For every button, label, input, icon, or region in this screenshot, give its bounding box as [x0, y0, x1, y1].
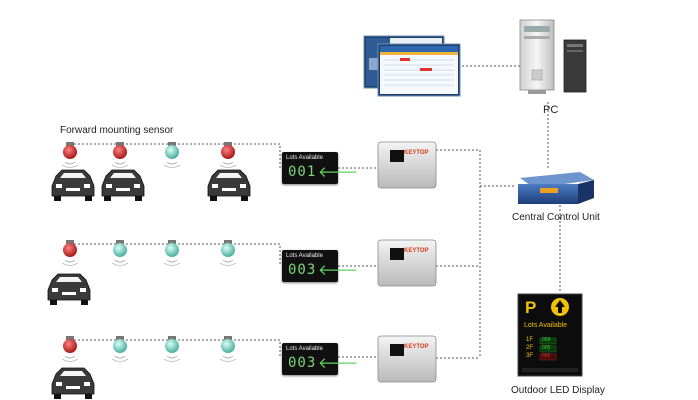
sensor-occupied [61, 142, 79, 168]
sensor-vacant [219, 240, 237, 266]
arrow-left-icon: 🡐 [318, 163, 359, 181]
pc-computer [519, 19, 587, 94]
sensor-caption: Forward mounting sensor [60, 125, 174, 136]
sensor-vacant [163, 240, 181, 266]
car [51, 169, 95, 201]
floor-count: 000 [542, 353, 551, 359]
sensor-occupied [61, 336, 79, 362]
car [47, 273, 91, 305]
sensors [61, 142, 237, 362]
arrow-left-icon: 🡐 [318, 354, 359, 372]
indoor-sign-1: Lots Available 001 🡐 [282, 152, 358, 184]
arrow-left-icon: 🡐 [318, 261, 359, 279]
sign-caption: Lots Available [286, 253, 323, 259]
sign-caption: Lots Available [286, 155, 323, 161]
parking-letter: P [525, 298, 537, 317]
car [207, 169, 251, 201]
controller-brand: KEYTOP [404, 150, 429, 156]
zone-controller-3 [377, 335, 437, 383]
sensor-bus-row-3 [70, 339, 281, 357]
indoor-sign-2: Lots Available 003 🡐 [282, 250, 358, 282]
central-control-unit [518, 172, 594, 204]
zone-controller-2 [377, 239, 437, 287]
outdoor-led-board [517, 293, 583, 377]
sensor-vacant [111, 240, 129, 266]
outdoor-display-label: Outdoor LED Display [511, 385, 605, 396]
sensor-occupied [219, 142, 237, 168]
car [101, 169, 145, 201]
floor-count: 005 [542, 345, 551, 351]
cars [47, 169, 251, 399]
pc-label: PC [543, 104, 559, 116]
floor-label: 1F [526, 337, 534, 343]
controller-brand: KEYTOP [404, 248, 429, 254]
floor-label: 3F [526, 353, 534, 359]
sensor-vacant [163, 336, 181, 362]
sensor-vacant [111, 336, 129, 362]
car [51, 367, 95, 399]
sensor-bus-row-2 [70, 243, 281, 266]
sign-count: 001 [288, 164, 317, 180]
sign-count: 003 [288, 262, 317, 278]
sensor-bus-row-1 [70, 143, 281, 168]
wiring [70, 65, 561, 359]
indoor-sign-3: Lots Available 003 🡐 [282, 343, 358, 375]
controller-to-trunk-1 [436, 149, 481, 358]
floor-label: 2F [526, 345, 534, 351]
zone-controllers [377, 141, 437, 383]
sign-caption: Lots Available [286, 346, 323, 352]
floor-count: 008 [542, 337, 551, 343]
sensor-vacant [219, 336, 237, 362]
controller-brand: KEYTOP [404, 344, 429, 350]
sign-count: 003 [288, 355, 317, 371]
sensor-vacant [163, 142, 181, 168]
sensor-occupied [111, 142, 129, 168]
central-unit-label: Central Control Unit [512, 212, 600, 223]
software-screens [363, 35, 461, 97]
outdoor-heading: Lots Available [524, 322, 568, 329]
zone-controller-1 [377, 141, 437, 189]
sensor-occupied [61, 240, 79, 266]
